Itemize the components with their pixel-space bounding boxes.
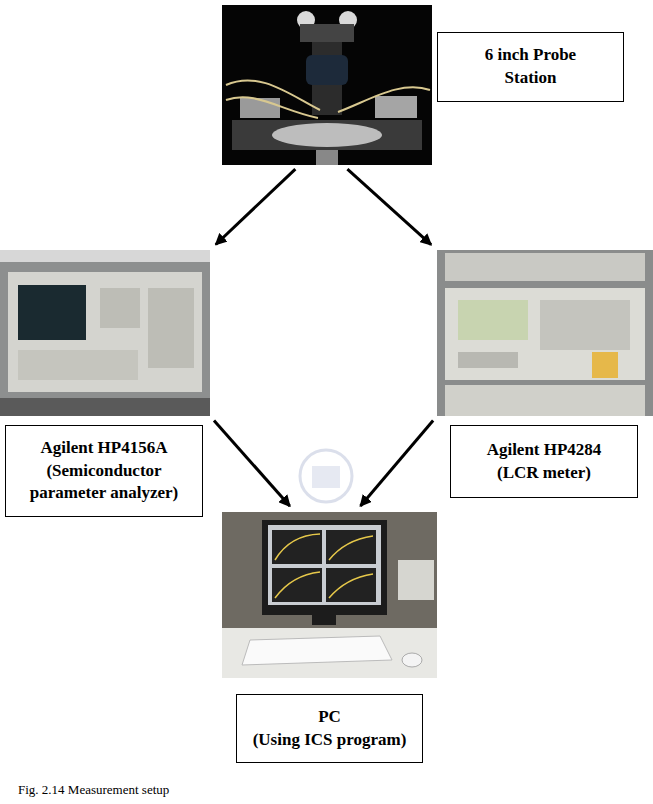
lcr-meter-photo	[437, 250, 653, 416]
microscope-head	[306, 55, 348, 85]
label-box: Agilent HP4284(LCR meter)	[450, 425, 638, 498]
equipment-node: 6 inch Probe Station	[222, 5, 432, 165]
upper-instrument	[445, 253, 645, 281]
label-box: Agilent HP4156A(Semiconductor parameter …	[5, 425, 203, 517]
screen	[268, 525, 381, 605]
node-title: Agilent HP4284	[487, 439, 602, 462]
keypad	[148, 288, 194, 368]
monitor	[262, 520, 387, 615]
watermark-ring	[300, 450, 352, 502]
probe-manipulator	[240, 98, 280, 118]
node-title: 6 inch Probe Station	[468, 44, 593, 90]
node-subtitle: (Semiconductor parameter analyzer)	[12, 460, 196, 506]
rack-shelf	[0, 250, 210, 262]
plot-curve	[275, 534, 373, 598]
node-title: Agilent HP4156A	[40, 437, 167, 460]
binocular	[300, 24, 354, 42]
flow-arrow	[347, 169, 431, 245]
plot-window	[326, 530, 376, 564]
flow-arrow	[216, 169, 296, 244]
watermark-block	[312, 466, 340, 488]
side-device	[398, 560, 434, 600]
equipment-node: Agilent HP4156A(Semiconductor parameter …	[0, 250, 210, 416]
instrument-panel	[445, 288, 645, 380]
equipment-node: PC(Using ICS program)	[222, 512, 437, 678]
probe-station-photo	[222, 5, 432, 165]
rack-shelf	[0, 398, 210, 416]
keyboard	[242, 636, 392, 665]
rack-frame	[437, 250, 653, 416]
keypad	[540, 300, 630, 350]
flow-arrow	[360, 421, 433, 506]
analyzer-photo	[0, 250, 210, 416]
figure-caption: Fig. 2.14 Measurement setup	[18, 782, 169, 798]
instrument-panel	[8, 272, 202, 392]
sticker	[592, 352, 618, 378]
pc-photo	[222, 512, 437, 678]
rack-frame	[0, 250, 210, 416]
label-box: 6 inch Probe Station	[437, 32, 624, 102]
button-group	[100, 288, 140, 328]
photo-background	[222, 5, 432, 165]
mouse	[402, 653, 422, 667]
station-table	[232, 120, 422, 150]
disk-drive	[18, 350, 138, 380]
monitor-stand	[312, 615, 336, 625]
node-subtitle: (LCR meter)	[497, 462, 591, 485]
probe-manipulator	[375, 96, 417, 118]
equipment-node: Agilent HP4284(LCR meter)	[437, 250, 653, 416]
desk	[222, 628, 437, 678]
terminal-panel	[458, 352, 518, 368]
photo-background	[222, 512, 437, 678]
lcd-display	[458, 300, 528, 340]
probe-cable	[226, 80, 430, 118]
node-subtitle: (Using ICS program)	[253, 729, 407, 752]
plot-window	[326, 568, 376, 602]
flow-arrow	[214, 420, 290, 506]
instrument-screen	[18, 285, 86, 340]
label-box: PC(Using ICS program)	[236, 694, 423, 763]
chuck-stem	[316, 150, 338, 165]
wafer-chuck	[272, 123, 382, 147]
watermark-emblem	[300, 450, 352, 502]
lower-instrument	[445, 385, 645, 416]
node-title: PC	[318, 706, 341, 729]
